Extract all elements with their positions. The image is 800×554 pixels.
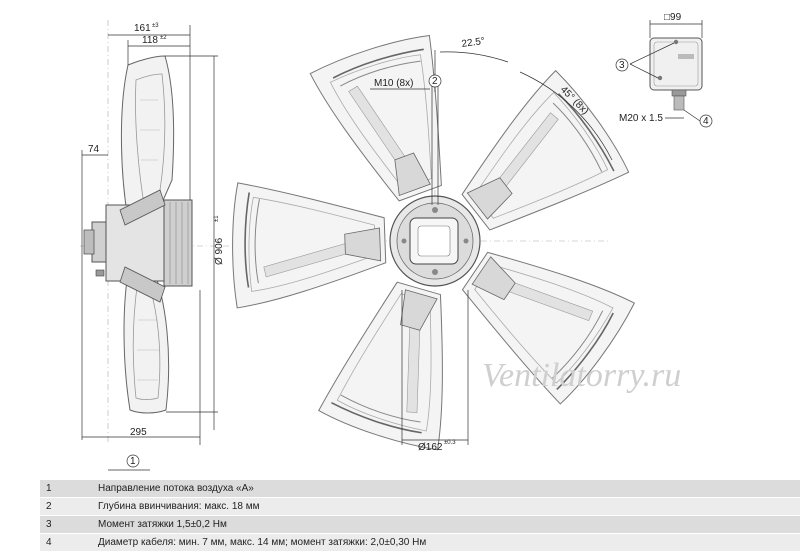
legend-text: Момент затяжки 1,5±0,2 Нм xyxy=(92,515,800,534)
legend-text: Направление потока воздуха «A» xyxy=(92,480,800,498)
legend-row: 2 Глубина ввинчивания: макс. 18 мм xyxy=(40,497,800,516)
legend-number: 2 xyxy=(40,497,92,516)
dim-162-tolerance: ±0.3 xyxy=(444,440,456,446)
legend-text: Диаметр кабеля: мин. 7 мм, макс. 14 мм; … xyxy=(92,533,800,552)
dim-74: 74 xyxy=(88,144,100,155)
terminal-box xyxy=(649,37,703,111)
dim-box-99: □99 xyxy=(664,12,682,23)
callout-4: 4 xyxy=(703,116,709,127)
legend-text: Глубина ввинчивания: макс. 18 мм xyxy=(92,497,800,516)
callout-1: 1 xyxy=(130,456,136,467)
legend-number: 3 xyxy=(40,515,92,534)
dim-161-tolerance: ±3 xyxy=(152,23,159,29)
dim-161: 161 xyxy=(134,23,151,34)
callout-2-circle xyxy=(428,74,442,88)
dim-118-tolerance: ±2 xyxy=(160,35,167,41)
watermark: Ventilatorry.ru xyxy=(482,357,681,394)
dim-118: 118 xyxy=(142,35,158,46)
terminal-dimensions xyxy=(629,20,703,122)
legend-table: 1 Направление потока воздуха «A» 2 Глуби… xyxy=(40,480,800,552)
legend-number: 4 xyxy=(40,533,92,552)
dim-22-5-deg: 22.5° xyxy=(461,36,486,50)
dim-906: Ø 906 xyxy=(214,237,225,265)
dim-cable-gland: M20 x 1.5 xyxy=(619,113,663,124)
callout-4-circle xyxy=(699,114,713,128)
technical-drawing: 161 ±3 118 ±2 74 295 Ø 906 ±1 1 22.5° xyxy=(80,12,713,471)
legend-row: 4 Диаметр кабеля: мин. 7 мм, макс. 14 мм… xyxy=(40,533,800,552)
callout-3-circle xyxy=(615,58,629,72)
front-dimensions xyxy=(370,50,613,445)
front-view xyxy=(229,27,638,454)
legend-row: 3 Момент затяжки 1,5±0,2 Нм xyxy=(40,515,800,534)
dim-906-tolerance: ±1 xyxy=(214,215,220,222)
side-dimensions xyxy=(81,25,218,471)
dim-m10-thread: M10 (8x) xyxy=(374,78,413,89)
legend-row: 1 Направление потока воздуха «A» xyxy=(40,480,800,498)
callout-2: 2 xyxy=(432,76,438,87)
dim-295: 295 xyxy=(130,427,147,438)
side-view xyxy=(80,20,240,445)
callout-3: 3 xyxy=(619,60,625,71)
legend-number: 1 xyxy=(40,480,92,498)
dim-162: Ø162 xyxy=(418,442,443,453)
callout-1-circle xyxy=(126,454,140,468)
